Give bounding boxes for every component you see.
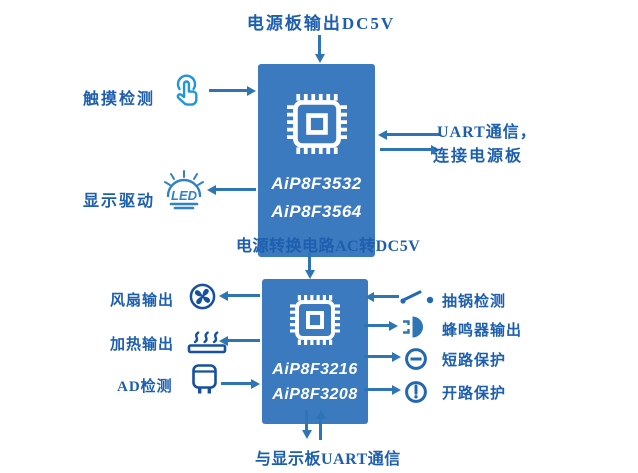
uart2-label: 与显示板UART通信 xyxy=(255,451,401,468)
mcu2-box: AiP8F3216 AiP8F3208 xyxy=(262,279,368,424)
arrow-converter-to-mcu2 xyxy=(304,252,315,279)
arrow-power-to-mcu1 xyxy=(314,35,325,63)
arrow-uart1-out xyxy=(380,144,440,155)
arrow-ad-to-mcu2 xyxy=(221,378,260,389)
arrow-uart2-in xyxy=(315,410,326,440)
touch-detect-label: 触摸检测 xyxy=(83,91,156,108)
mcu1-model-2: AiP8F3564 xyxy=(271,202,362,221)
buzzer-icon xyxy=(401,314,429,340)
touch-icon xyxy=(170,72,202,114)
mcu1-box: AiP8F3532 AiP8F3564 xyxy=(258,64,375,257)
open-circuit-label: 开路保护 xyxy=(442,386,507,402)
heat-output-label: 加热输出 xyxy=(110,337,175,353)
capacitor-icon xyxy=(191,363,219,395)
arrow-mcu2-to-heat xyxy=(219,335,260,346)
arrow-uart1-in xyxy=(378,129,440,140)
switch-icon xyxy=(399,288,437,306)
arrow-mcu2-to-open xyxy=(364,384,401,395)
arrow-mcu2-to-fan xyxy=(219,290,260,301)
exclamation-circle-icon xyxy=(404,380,428,404)
arrow-pot-to-mcu2 xyxy=(365,291,399,302)
arrow-mcu1-to-display xyxy=(207,184,256,195)
led-icon-text: LED xyxy=(171,188,198,203)
minus-circle-icon xyxy=(404,347,428,371)
converter-label: 电源转换电路AC转DC5V xyxy=(236,238,421,255)
uart1-label-line1: UART通信， xyxy=(437,124,537,141)
arrow-mcu2-to-buzzer xyxy=(364,320,398,331)
power-input-label: 电源板输出DC5V xyxy=(246,14,396,33)
heater-icon xyxy=(186,326,228,354)
mcu2-model-1: AiP8F3216 xyxy=(272,361,358,378)
chip-icon xyxy=(286,94,347,154)
chip-icon xyxy=(290,295,340,345)
pot-detect-label: 抽锅检测 xyxy=(442,294,507,310)
led-icon: LED xyxy=(161,169,207,211)
display-drive-label: 显示驱动 xyxy=(83,193,156,210)
fan-output-label: 风扇输出 xyxy=(110,293,175,309)
ad-detect-label: AD检测 xyxy=(117,379,173,395)
uart1-label-line2: 连接电源板 xyxy=(433,148,524,165)
fan-icon xyxy=(189,283,216,310)
mcu1-model-1: AiP8F3532 xyxy=(271,174,362,193)
mcu2-model-2: AiP8F3208 xyxy=(272,386,358,403)
arrow-touch-to-mcu1 xyxy=(209,85,256,96)
arrow-mcu2-to-short xyxy=(364,351,401,362)
arrow-uart2-out xyxy=(301,410,312,439)
buzzer-output-label: 蜂鸣器输出 xyxy=(442,323,523,339)
short-circuit-label: 短路保护 xyxy=(442,353,507,369)
